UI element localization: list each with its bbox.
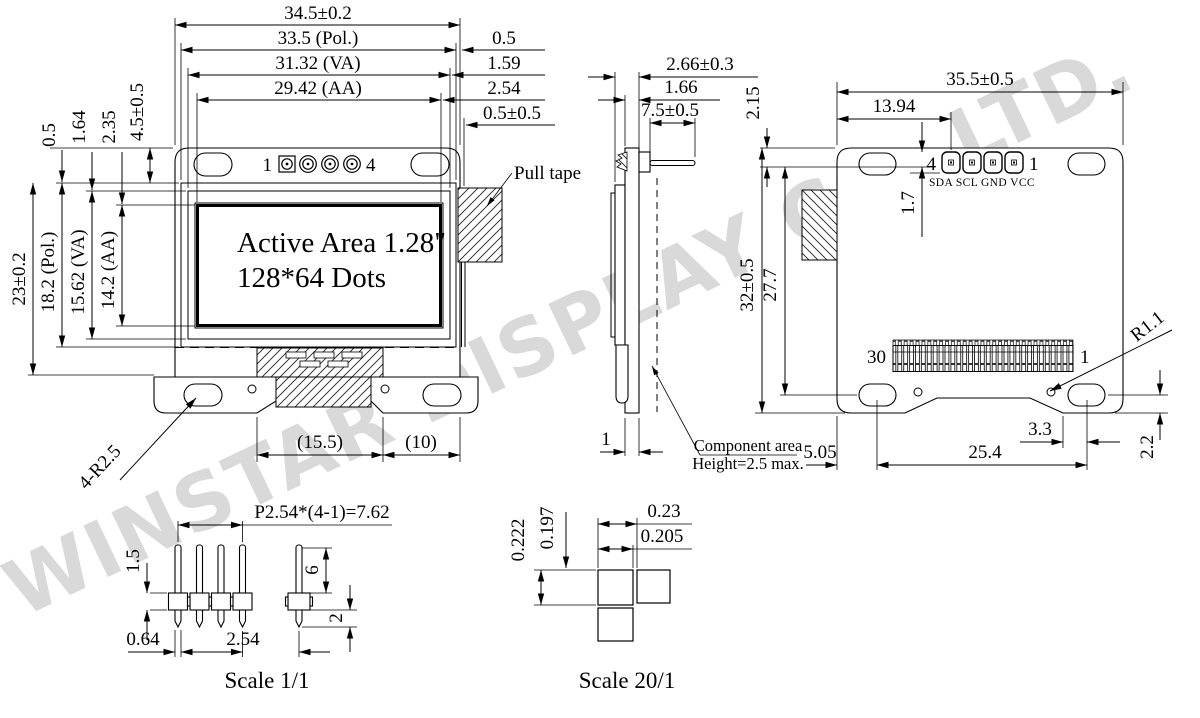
dim-pad-offset: 1.7 [898,191,919,215]
mounting-hole [422,383,462,407]
dim-dot-width: 0.205 [641,526,684,547]
dim-hole-span: 27.7 [760,268,781,301]
header-housing [232,592,253,611]
connector-fingers [892,345,1074,372]
dim-hole-left: 5.05 [803,442,836,463]
mounting-hole [183,383,223,407]
mounting-hole [193,152,233,177]
dim-right-margin: 0.5 [492,28,516,49]
dim-hole-pitch: 25.4 [968,442,1002,463]
dim-pin-width: 0.64 [126,629,160,650]
pull-tape-label: Pull tape [514,163,581,184]
dim-housing-height: 1.5 [123,549,144,573]
dim-pitch-formula: P2.54*(4-1)=7.62 [254,502,389,523]
front-pin4-label: 4 [366,155,376,176]
dot-square [636,569,671,604]
dim-hole-radius: R1.1 [1127,307,1169,346]
alignment-hole [913,387,923,397]
dim-aa-top: 2.35 [99,110,120,143]
dim-back-width: 35.5±0.5 [946,69,1013,90]
dim-pin-pitch: 2.54 [226,629,260,650]
viewing-area-outline [187,190,451,340]
dot-square [597,569,634,606]
mounting-hole [410,152,450,177]
front-view: 1 4 Active Area 1.28" 128*64 Dots Pull t… [153,147,581,414]
component-area-note-line1: Component area [694,436,803,455]
header-housing [189,592,210,611]
active-area-text-line1: Active Area 1.28" [237,227,446,259]
dim-pol-top: 0.5 [39,123,60,147]
mounting-hole [858,383,897,407]
dot-square [597,607,634,642]
dim-pcb-thickness: 1 [601,429,611,450]
dim-aa-margin: 2.54 [487,78,521,99]
mounting-hole [1067,152,1106,176]
dim-corner-radius: 4-R2.5 [74,441,125,494]
dim-total-thickness: 2.66±0.3 [666,54,733,75]
active-area-outline [196,204,442,327]
dim-dot-v-pitch: 0.222 [508,519,529,562]
dim-conn-margin: 3.3 [1028,419,1052,440]
front-pins [278,155,361,173]
back-pin4-label: 4 [927,154,937,175]
dim-va-height: 15.62 (VA) [68,229,89,314]
side-view: 2.66±0.3 1.66 7.5±0.5 1 Component area H… [588,54,804,473]
dim-pol-width: 33.5 (Pol.) [278,28,359,49]
dim-pol-height: 18.2 (Pol.) [38,232,59,313]
dim-dot-height: 0.197 [537,507,558,550]
dim-va-width: 31.32 (VA) [275,53,360,74]
connector-pin1-label: 1 [1080,347,1090,368]
scale-20-1-label: Scale 20/1 [579,668,675,693]
front-pin1-label: 1 [263,155,273,176]
dim-back-height: 32±0.5 [737,258,758,311]
dim-top-margin: 4.5±0.5 [127,83,148,141]
dim-module-thickness: 1.66 [664,77,697,98]
pull-tape-area [457,187,503,263]
fpc-connector-tail [275,376,372,408]
scale-1-1-label: Scale 1/1 [225,668,310,693]
active-area-text-line2: 128*64 Dots [237,262,386,294]
pull-tape-back [801,189,838,261]
connector-slots [285,351,363,368]
side-panel [614,184,626,346]
dim-pin-length-top: 6 [302,565,323,575]
dim-overall-width: 34.5±0.2 [284,3,351,24]
dim-va-margin: 1.59 [487,53,520,74]
dim-va-top: 1.64 [69,110,90,144]
alignment-hole [380,384,390,394]
dim-connector-width: (15.5) [297,432,343,453]
dim-glass-margin: 0.5±0.5 [483,103,541,124]
mounting-hole [1067,383,1106,407]
side-pin-crimp [615,151,628,172]
back-pin1-label: 1 [1029,154,1039,175]
pad-signal-names: SDA SCL GND VCC [929,177,1035,189]
dim-pin-tail: 2 [326,613,347,623]
dim-connector-offset: (10) [405,432,437,453]
connector-teeth [892,339,1074,346]
mounting-hole [858,152,897,176]
interface-pads [941,151,1024,174]
dim-hole-edge: 2.2 [1137,435,1158,459]
dot-pitch-detail: 0.23 0.205 0.222 0.197 Scale 20/1 [508,501,692,693]
side-connector-foot [615,344,629,404]
component-area-note-line2: Height=2.5 max. [692,454,804,473]
dim-pin-offset: 13.94 [873,96,916,117]
header-housing-side [287,592,311,611]
connector-pin30-label: 30 [867,347,886,368]
back-view: 4 1 SDA SCL GND VCC 30 1 35.5±0.5 13.94 … [737,69,1173,470]
header-housing [167,592,189,611]
dim-pin-length: 7.5±0.5 [641,100,699,121]
dim-dot-h-pitch: 0.23 [647,501,680,522]
alignment-hole [247,384,257,394]
dim-aa-width: 29.42 (AA) [274,78,362,99]
header-housing [210,592,232,611]
front-dimensions: 34.5±0.2 33.5 (Pol.) 31.32 (VA) 29.42 (A… [9,3,555,494]
dim-aa-height: 14.2 (AA) [98,231,119,309]
side-header-pin [649,159,696,167]
dim-glass-height: 23±0.2 [9,252,30,305]
dim-top-margin-back: 2.15 [743,86,764,119]
side-header-body [638,151,651,173]
pin-header-detail: P2.54*(4-1)=7.62 1.5 0.64 2.54 6 2 Scale… [123,502,392,693]
